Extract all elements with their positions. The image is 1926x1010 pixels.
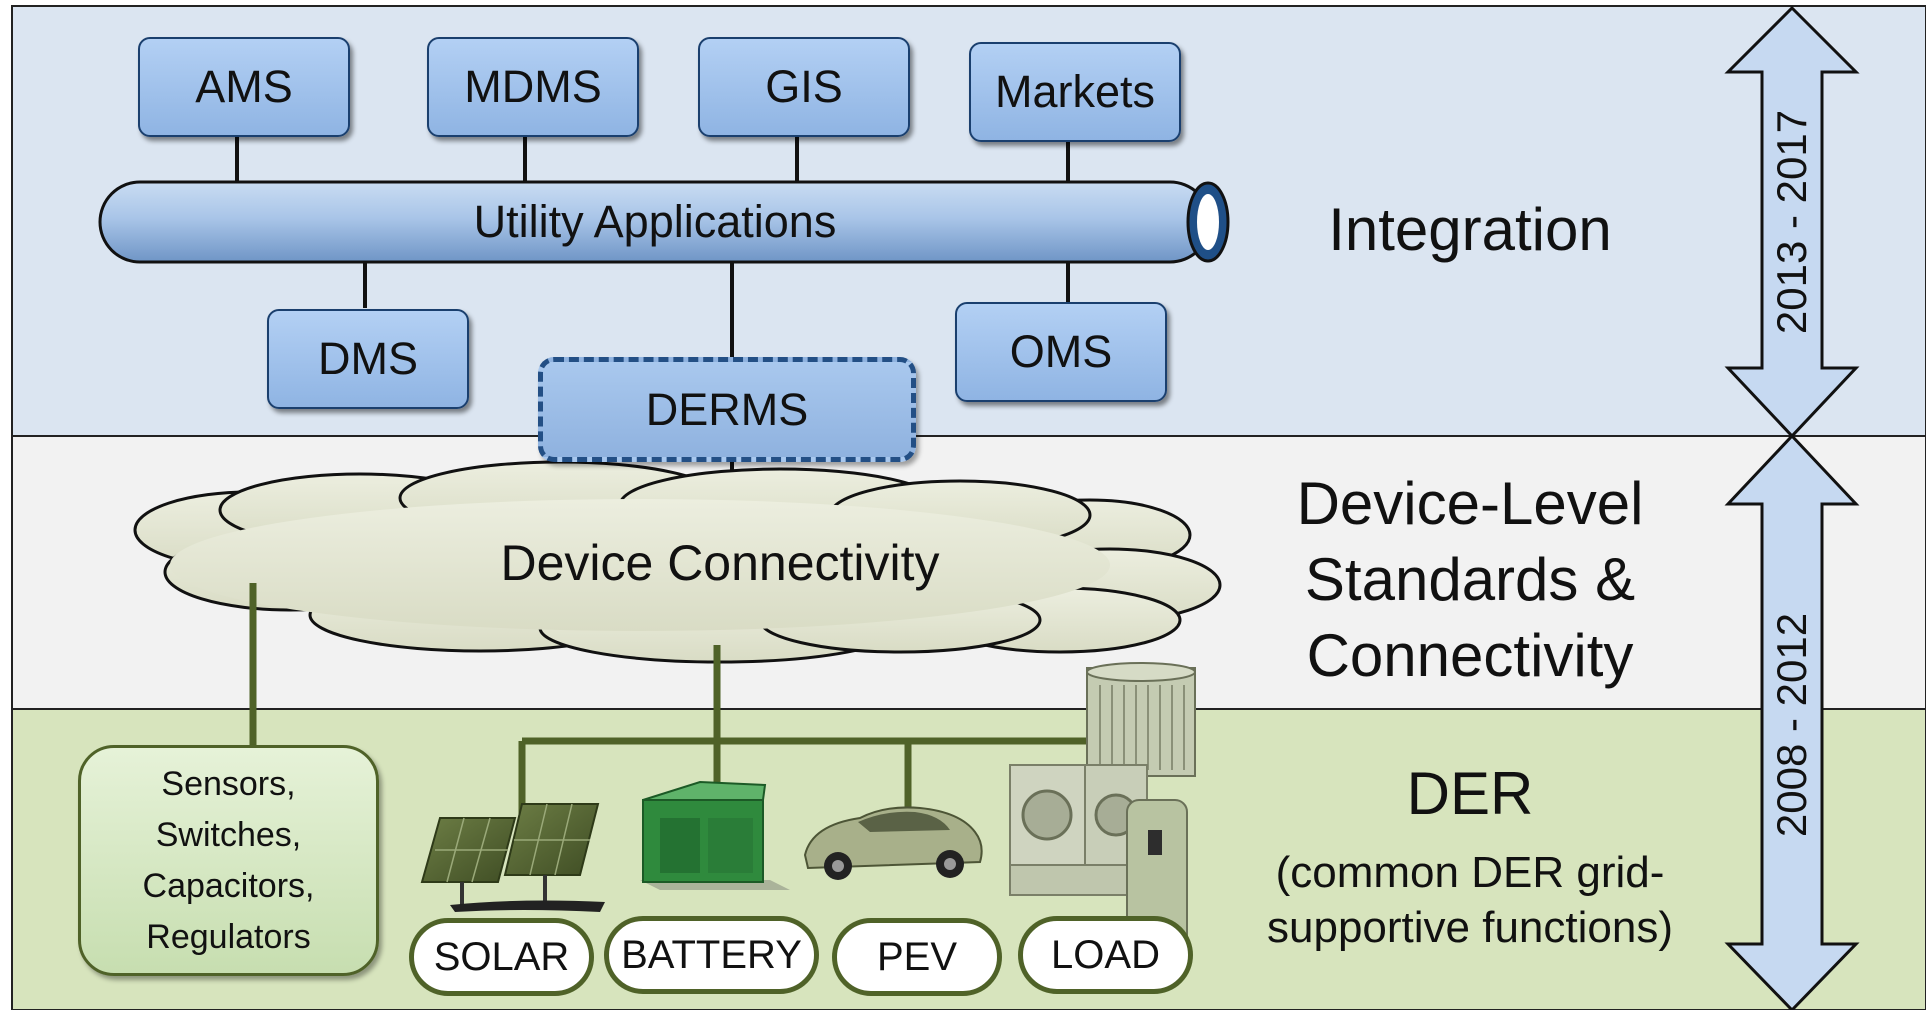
solar-label: SOLAR: [433, 934, 570, 979]
app-connectors: [235, 135, 1070, 485]
load-label: LOAD: [1051, 932, 1160, 977]
utility-bus-text: Utility Applications: [473, 196, 837, 247]
gis-app-box: GIS: [698, 37, 910, 137]
oms-label: OMS: [1009, 326, 1113, 377]
grid-devices-box: Sensors, Switches, Capacitors, Regulator…: [78, 745, 379, 976]
der-pill-pev: PEV: [832, 918, 1002, 996]
der-pill-load: LOAD: [1018, 916, 1193, 994]
der-subtitle: (common DER grid-supportive functions): [1240, 840, 1700, 960]
timeline-arrow-lower: [1724, 433, 1860, 1010]
der-title: DER: [1330, 755, 1610, 831]
oms-app-box: OMS: [955, 302, 1167, 402]
mdms-app-box: MDMS: [427, 37, 639, 137]
grid-devices-text: Sensors, Switches, Capacitors, Regulator…: [142, 764, 315, 956]
solar-panel-illustration: [420, 803, 605, 912]
der-pill-battery: BATTERY: [604, 916, 819, 994]
derms-box: DERMS: [538, 357, 916, 462]
timeline-label-upper: 2013 - 2017: [1762, 72, 1822, 372]
ams-label: AMS: [195, 61, 293, 112]
dms-app-box: DMS: [267, 309, 469, 409]
device-level-title-text: Device-Level Standards & Connectivity: [1296, 470, 1644, 689]
device-connectivity-text: Device Connectivity: [500, 535, 940, 591]
timeline-upper-text: 2013 - 2017: [1768, 109, 1815, 335]
dms-label: DMS: [318, 333, 418, 384]
pev-label: PEV: [876, 934, 958, 979]
gis-label: GIS: [765, 61, 843, 112]
derms-label: DERMS: [645, 383, 809, 435]
timeline-label-lower: 2008 - 2012: [1762, 575, 1822, 875]
device-level-title: Device-Level Standards & Connectivity: [1230, 465, 1710, 695]
markets-app-box: Markets: [969, 42, 1181, 142]
device-connectivity-cloud: [133, 460, 1222, 664]
integration-title-text: Integration: [1328, 196, 1612, 263]
utility-bus: [98, 180, 1230, 264]
der-title-text: DER: [1406, 759, 1534, 827]
battery-label: BATTERY: [621, 932, 802, 977]
mdms-label: MDMS: [464, 61, 602, 112]
battery-illustration: [640, 780, 790, 890]
ams-app-box: AMS: [138, 37, 350, 137]
integration-title: Integration: [1270, 190, 1670, 270]
markets-label: Markets: [994, 66, 1156, 117]
device-connectivity-label: Device Connectivity: [420, 528, 1020, 598]
der-pill-solar: SOLAR: [409, 918, 594, 996]
utility-bus-label: Utility Applications: [130, 190, 1180, 254]
der-subtitle-text: (common DER grid-supportive functions): [1267, 848, 1673, 952]
pev-car-illustration: [803, 806, 983, 880]
timeline-lower-text: 2008 - 2012: [1768, 612, 1815, 838]
